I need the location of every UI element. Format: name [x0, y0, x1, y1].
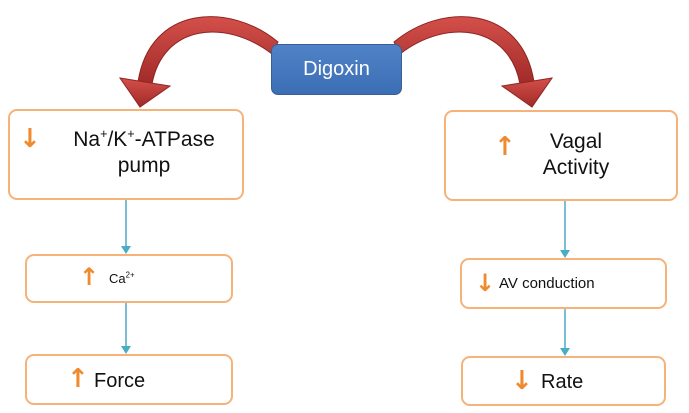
pump-line-2: pump [117, 154, 171, 178]
rate-text: Rate [541, 371, 584, 393]
up-arrow-icon: ↑ [494, 132, 516, 162]
pump-text: Na+/K+-ATPase pump [49, 127, 239, 180]
connector-vagal-to-av [560, 201, 570, 258]
connector-av-to-rate [560, 309, 570, 356]
calcium-box: ↑ Ca2+ [25, 254, 233, 303]
down-arrow-icon: ↓ [19, 124, 41, 154]
vagal-text: Vagal Activity [521, 129, 631, 182]
digoxin-box: Digoxin [271, 44, 402, 95]
vagal-box: ↑ Vagal Activity [444, 110, 678, 201]
curved-arrow-left [118, 16, 279, 108]
force-box: ↑ Force [25, 354, 233, 405]
up-arrow-icon: ↑ [67, 364, 89, 394]
av-conduction-box: ↓ AV conduction [460, 258, 667, 309]
connector-calcium-to-force [121, 303, 131, 354]
vagal-line-2: Activity [542, 156, 610, 180]
av-conduction-text: AV conduction [499, 275, 595, 292]
rate-box: ↓ Rate [461, 356, 666, 406]
down-arrow-icon: ↓ [511, 366, 533, 396]
up-arrow-icon: ↑ [79, 263, 100, 291]
vagal-line-1: Vagal [549, 130, 603, 153]
curved-arrow-right [393, 16, 554, 108]
pump-line-1: Na+/K+-ATPase [73, 127, 215, 151]
connector-pump-to-calcium [121, 200, 131, 254]
down-arrow-icon: ↓ [475, 269, 496, 297]
digoxin-label: Digoxin [303, 58, 370, 80]
force-text: Force [94, 370, 146, 392]
calcium-text: Ca2+ [109, 270, 135, 286]
pump-box: ↓ Na+/K+-ATPase pump [8, 109, 244, 200]
